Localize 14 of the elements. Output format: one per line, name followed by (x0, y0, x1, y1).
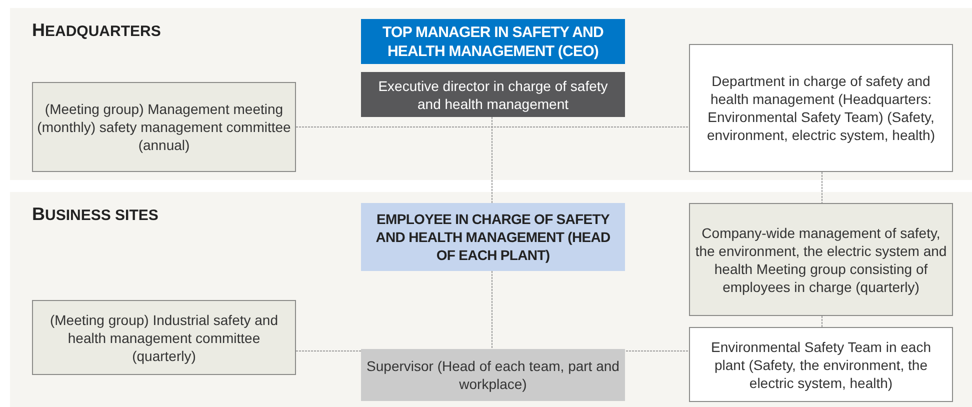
section-band (10, 8, 972, 180)
team-box: Environmental Safety Team in each plant (Safety, the environment, the electric system, health) (689, 327, 953, 402)
role-box: TOP MANAGER IN SAFETY AND HEALTH MANAGEMENT (CEO) (361, 19, 625, 64)
section-heading: BUSINESS SITES (32, 203, 158, 226)
section-heading: HEADQUARTERS (32, 19, 161, 42)
meeting-box: (Meeting group) Management meeting (monthly) safety management committee (annual) (32, 82, 296, 172)
team-box: Department in charge of safety and health management (Headquarters: Environmental Safety Team) (Safety, environment, electric system, health) (689, 44, 953, 172)
role-box: EMPLOYEE IN CHARGE OF SAFETY AND HEALTH MANAGEMENT (HEAD OF EACH PLANT) (361, 203, 625, 271)
role-box: Executive director in charge of safety and health management (361, 72, 625, 117)
role-box: Supervisor (Head of each team, part and workplace) (361, 349, 625, 401)
section-band (10, 192, 972, 407)
connector-line (296, 126, 690, 128)
meeting-box: (Meeting group) Industrial safety and health management committee (quarterly) (32, 300, 296, 375)
meeting-box: Company-wide management of safety, the environment, the electric system and health Meeting group consisting of employees in charge (quarterly) (689, 203, 953, 316)
